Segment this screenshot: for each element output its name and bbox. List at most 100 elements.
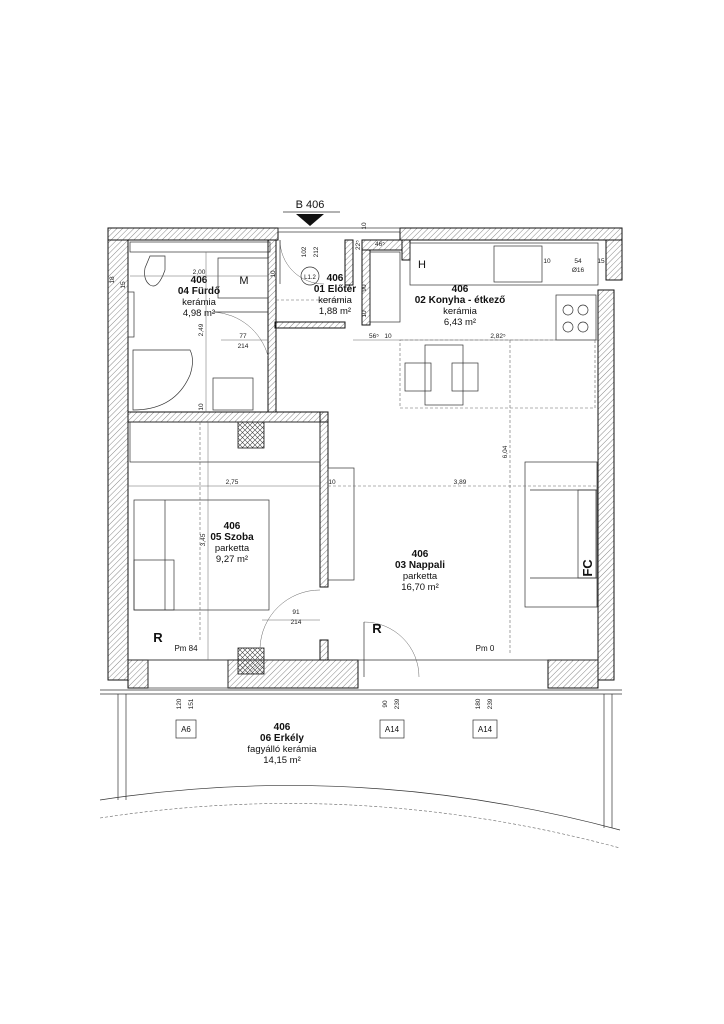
dimension-labels: 2,00 2,49 77 214 2,75 10 3,89 6,04 3,45 …	[109, 222, 605, 709]
svg-text:406: 406	[327, 273, 344, 284]
section-marker: B 406	[283, 199, 340, 226]
svg-text:406: 406	[412, 549, 429, 560]
window-tags: A6 A14 A14	[175, 719, 498, 739]
tag-a6: A6	[181, 725, 191, 734]
hall-fixtures	[276, 239, 401, 323]
mark-h: H	[418, 259, 426, 271]
wardrobe	[369, 251, 401, 323]
dim-label: 239	[394, 698, 401, 709]
wardrobe	[327, 467, 355, 581]
svg-text:kerámia: kerámia	[182, 297, 217, 308]
shower-tray-icon	[132, 349, 193, 411]
dim-label: 91	[292, 609, 300, 616]
room-label-bath: 406 04 Fürdő kerámia 4,98 m²	[178, 275, 220, 319]
svg-text:01 Előtér: 01 Előtér	[314, 284, 356, 295]
dim-label: 10	[328, 479, 336, 486]
room-label-bedroom: 406 05 Szoba parketta 9,27 m²	[210, 521, 254, 565]
dim-label: 3,45	[200, 533, 207, 546]
svg-text:02 Konyha - étkező: 02 Konyha - étkező	[415, 295, 506, 306]
svg-text:406: 406	[274, 722, 291, 733]
svg-text:406: 406	[452, 284, 469, 295]
room-label-balcony: 406 06 Erkély fagyálló kerámia 14,15 m²	[247, 722, 317, 766]
dim-label: 22⁵	[355, 240, 362, 250]
room-label-kitchen: 406 02 Konyha - étkező kerámia 6,43 m²	[415, 284, 506, 328]
svg-text:03 Nappali: 03 Nappali	[395, 560, 445, 571]
svg-text:406: 406	[224, 521, 241, 532]
dim-label: 214	[291, 619, 302, 626]
svg-text:kerámia: kerámia	[318, 295, 353, 306]
mark-m: M	[239, 275, 248, 287]
svg-text:04 Fürdő: 04 Fürdő	[178, 286, 220, 297]
svg-text:06 Erkély: 06 Erkély	[260, 733, 304, 744]
dim-label: 10	[361, 222, 368, 230]
dim-label: 120	[176, 698, 183, 709]
cooktop-icon	[555, 294, 597, 341]
washing-machine-icon	[217, 257, 269, 299]
dim-label: 151	[188, 698, 195, 709]
exterior-walls	[100, 227, 623, 695]
dim-label: 15	[120, 281, 127, 289]
dim-label: 3,89	[454, 479, 467, 486]
tag-a14-2: A14	[478, 725, 493, 734]
dim-label: 214	[238, 343, 249, 350]
room-label-living: 406 03 Nappali parketta 16,70 m²	[395, 549, 445, 593]
level-pm0: Pm 0	[476, 644, 495, 653]
dim-label: 56⁵	[369, 333, 379, 340]
mark-l12: L1.2	[304, 275, 316, 281]
dining-table	[424, 344, 464, 406]
section-marker-label: B 406	[296, 199, 325, 211]
svg-text:406: 406	[191, 275, 208, 286]
dim-label: Ø16	[572, 267, 585, 274]
living-fixtures	[328, 340, 598, 678]
dim-label: 77	[239, 333, 247, 340]
dimension-lines	[128, 252, 598, 660]
dim-label: 18	[109, 276, 116, 284]
svg-text:kerámia: kerámia	[443, 306, 478, 317]
svg-text:parketta: parketta	[403, 571, 438, 582]
bed	[133, 499, 270, 611]
room-label-hall: 406 01 Előtér kerámia 1,88 m²	[314, 273, 356, 317]
svg-text:parketta: parketta	[215, 543, 250, 554]
dim-label: 2,00	[193, 269, 206, 276]
svg-text:6,43 m²: 6,43 m²	[444, 317, 476, 328]
svg-text:fagyálló kerámia: fagyálló kerámia	[247, 744, 317, 755]
toilet-icon	[144, 255, 166, 287]
svg-text:16,70 m²: 16,70 m²	[401, 582, 439, 593]
mark-r-living: R	[372, 621, 382, 636]
dim-label: 2,49	[198, 323, 205, 336]
svg-text:4,98 m²: 4,98 m²	[183, 308, 215, 319]
dim-label: 10	[198, 403, 205, 411]
dim-label: 180	[475, 698, 482, 709]
svg-text:05 Szoba: 05 Szoba	[210, 532, 254, 543]
dim-label: 54	[574, 258, 582, 265]
mark-fc: FC	[580, 559, 595, 577]
bedroom-fixtures	[129, 421, 355, 649]
dim-label: 2,75	[226, 479, 239, 486]
chair	[451, 362, 479, 392]
dim-label: 10	[270, 270, 277, 278]
dim-label: 239	[487, 698, 494, 709]
symbol-marks: M H FC R R L1.2	[153, 259, 595, 645]
chair	[404, 362, 432, 392]
dim-label: 10	[543, 258, 551, 265]
dim-label: 15	[597, 258, 605, 265]
svg-text:9,27 m²: 9,27 m²	[216, 554, 248, 565]
dim-label: 6,04	[502, 445, 509, 458]
dim-label: 10	[361, 310, 368, 318]
dim-label: 90	[361, 284, 368, 292]
dim-label: 2,82⁵	[490, 333, 506, 340]
balcony	[99, 659, 621, 849]
entrance-arrow-icon	[296, 214, 324, 226]
dim-label: 90	[382, 700, 389, 708]
sofa	[524, 461, 598, 608]
kitchen-sink-icon	[493, 245, 543, 283]
svg-text:1,88 m²: 1,88 m²	[319, 306, 351, 317]
svg-text:14,15 m²: 14,15 m²	[263, 755, 301, 766]
tag-a14-1: A14	[385, 725, 400, 734]
level-pm84: Pm 84	[174, 644, 198, 653]
level-marks: Pm 84 Pm 0	[174, 644, 494, 653]
dim-label: 102	[301, 246, 308, 257]
bathroom-fixtures	[127, 241, 271, 411]
sink-icon	[212, 377, 254, 411]
